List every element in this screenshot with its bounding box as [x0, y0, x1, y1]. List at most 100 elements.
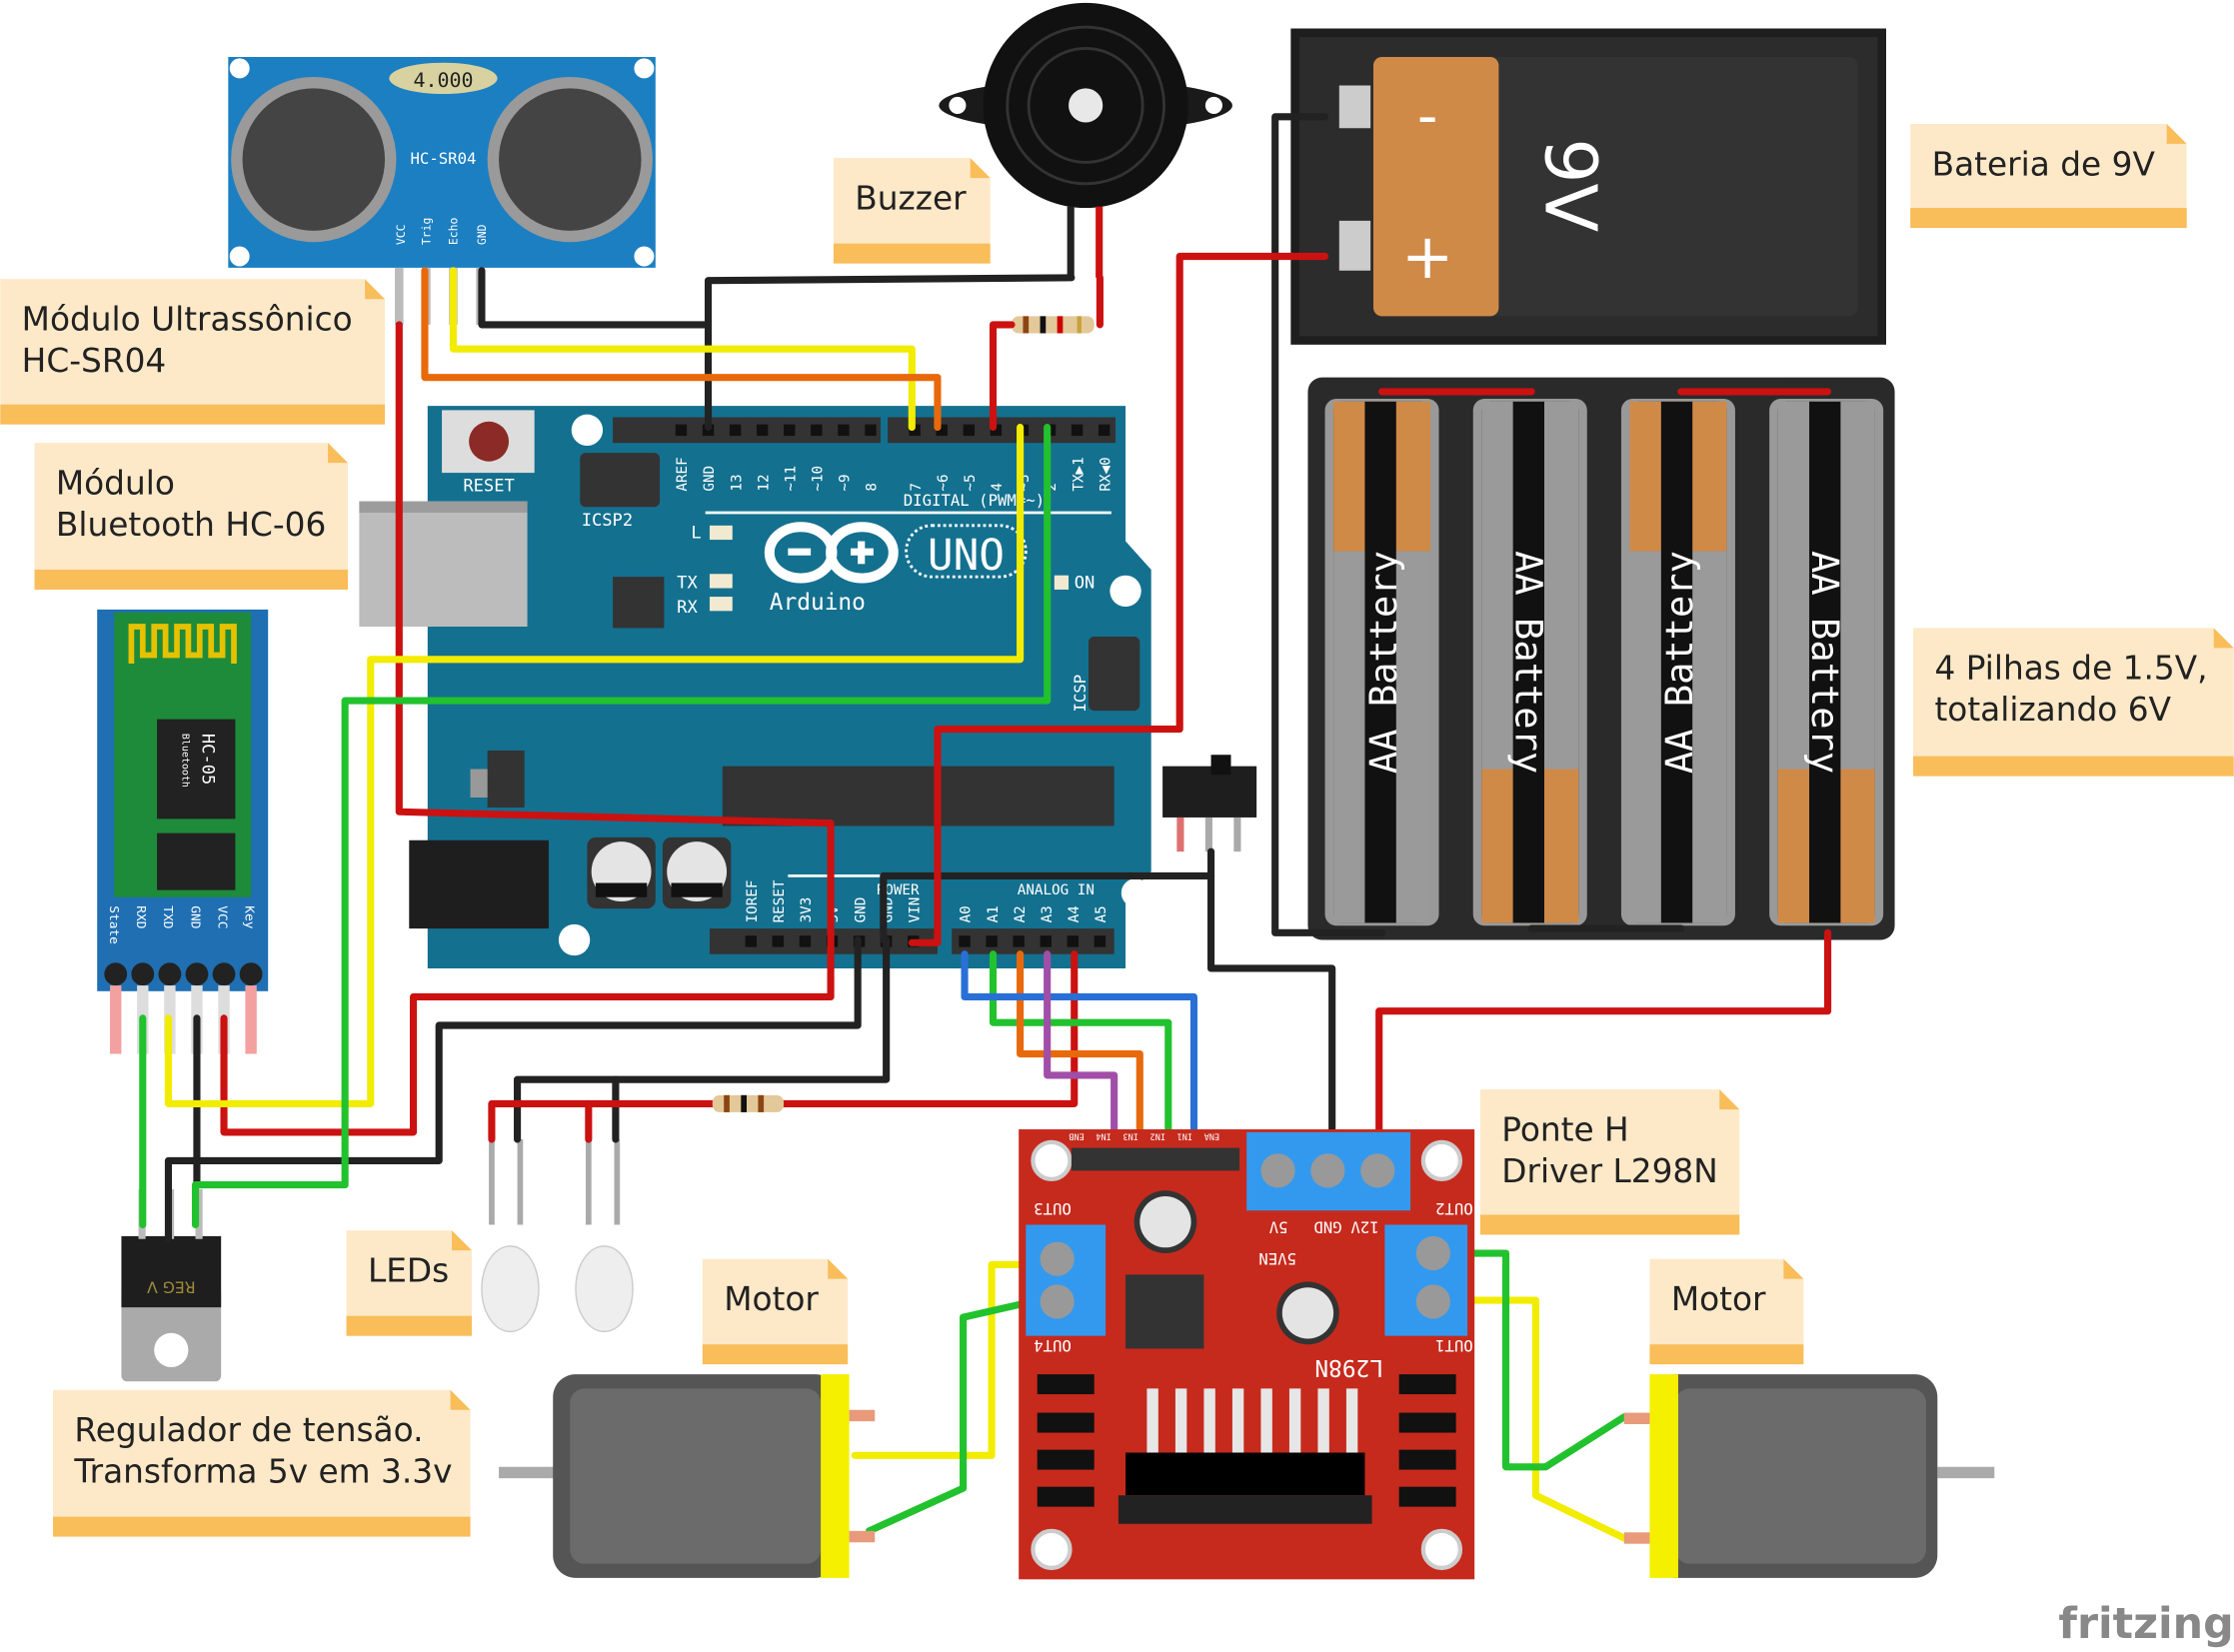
l298n-driver: OUT3 OUT4 OUT2 OUT1 12V GND 5V 5VEN L298… — [1019, 1129, 1475, 1580]
l298n-header-label: IN3 — [1122, 1130, 1137, 1140]
brand-label: Arduino — [770, 590, 866, 616]
l298n-header-label: IN4 — [1096, 1130, 1111, 1140]
aa-cell: AA Battery — [1324, 399, 1439, 926]
out3-label: OUT3 — [1034, 1199, 1072, 1218]
note-text: LEDs — [368, 1252, 449, 1290]
digital-pin-label: TX▶1 — [1071, 457, 1087, 491]
note-text-line-2: HC-SR04 — [22, 342, 167, 380]
pin-vcc-label: VCC — [394, 225, 408, 246]
power-pin-label: IOREF — [745, 879, 761, 922]
bt-pin-label: GND — [187, 905, 202, 928]
reset-label: RESET — [463, 477, 514, 497]
note-buzzer: Buzzer — [833, 158, 991, 264]
bt-pin-label: Key — [241, 905, 256, 928]
slide-switch — [1162, 755, 1257, 852]
bt-pin-label: TXD — [160, 905, 175, 928]
l298n-header-label: IN2 — [1150, 1130, 1165, 1140]
buzzer — [939, 2, 1232, 278]
l298n-header-label: ENA — [1204, 1130, 1219, 1140]
digital-pin-label: ~9 — [838, 474, 854, 491]
note-text-line-1: Módulo Ultrassônico — [22, 301, 353, 339]
battery-9v: - + 9V — [1290, 28, 1886, 345]
battery-voltage-label: 9V — [1528, 138, 1611, 232]
power-pin-label: GND — [853, 897, 869, 923]
digital-pin-label: ~11 — [783, 466, 799, 492]
note-regulator: Regulador de tensão.Transforma 5v em 3.3… — [53, 1389, 471, 1537]
hc05-label: HC-05 — [198, 734, 218, 785]
bt-pin-label: State — [106, 905, 121, 944]
digital-pin-label: 12 — [756, 474, 772, 491]
aa-cell: AA Battery — [1620, 399, 1735, 926]
hc05-sublabel: Bluetooth — [180, 734, 191, 788]
pin-trig-label: Trig — [420, 218, 434, 245]
hc-sr04-sensor: 4.000 HC-SR04 VCC Trig Echo GND — [228, 57, 656, 325]
hc-sr04-label: HC-SR04 — [410, 149, 476, 168]
chip-label: L298N — [1314, 1354, 1383, 1380]
note-text: Motor — [724, 1280, 819, 1318]
regulator-label: REG V — [147, 1278, 196, 1297]
out2-label: OUT2 — [1435, 1199, 1473, 1218]
aa-cell-label: AA Battery — [1507, 551, 1550, 774]
aa-cell: AA Battery — [1769, 399, 1884, 926]
analog-pin-label: A3 — [1040, 905, 1056, 922]
note-text-line-1: Módulo — [56, 464, 175, 502]
pin-echo-label: Echo — [447, 218, 461, 246]
note-text-line-1: 4 Pilhas de 1.5V, — [1934, 650, 2207, 688]
note-text-line-2: Transforma 5v em 3.3v — [73, 1452, 452, 1490]
note-text-line-2: Bluetooth HC-06 — [56, 506, 327, 544]
power-pin-label: RESET — [772, 879, 788, 922]
bt-pin-label: RXD — [133, 905, 148, 928]
digital-pin-label: 2 — [1044, 483, 1060, 492]
analog-pin-label: A0 — [959, 905, 975, 922]
out1-label: OUT1 — [1435, 1336, 1473, 1355]
digital-pin-label: ~10 — [811, 466, 827, 492]
power-pin-label: 3V3 — [799, 897, 815, 923]
note-text: Motor — [1671, 1280, 1766, 1318]
note-text: Buzzer — [855, 179, 967, 217]
power-12v-label: 12V — [1350, 1218, 1378, 1237]
voltage-regulator: REG V — [121, 1188, 222, 1382]
digital-pin-label: GND — [702, 466, 718, 492]
led-tx-label: TX — [677, 574, 698, 594]
pin-gnd-label: GND — [475, 224, 489, 245]
digital-pin-label: ~5 — [963, 474, 979, 491]
note-text-line-2: totalizando 6V — [1934, 691, 2171, 729]
battery-minus-label: - — [1417, 83, 1438, 149]
resistor-led — [712, 1094, 785, 1112]
note-leds: LEDs — [346, 1230, 472, 1336]
5ven-label: 5VEN — [1258, 1249, 1296, 1268]
digital-pin-label: 7 — [909, 483, 925, 492]
aa-cell: AA Battery — [1472, 399, 1587, 926]
icsp-label: ICSP — [1071, 675, 1090, 713]
leds — [481, 1139, 634, 1333]
aa-cell-label: AA Battery — [1362, 551, 1405, 774]
digital-pin-label: 4 — [990, 483, 1006, 492]
analog-pin-label: A5 — [1094, 905, 1110, 922]
digital-pin-label: 13 — [729, 474, 745, 491]
aa-cell-label: AA Battery — [1658, 551, 1701, 774]
capacitors — [587, 836, 732, 909]
digital-label: DIGITAL (PWM=~) — [904, 491, 1045, 510]
power-gnd-label: GND — [1313, 1218, 1341, 1237]
note-text-line-2: Driver L298N — [1501, 1152, 1718, 1190]
analog-pin-label: A2 — [1013, 905, 1029, 922]
digital-pin-label: AREF — [675, 457, 691, 491]
digital-pin-label: 8 — [865, 483, 881, 492]
note-motor-right: Motor — [1649, 1258, 1804, 1365]
l298n-header-label: ENB — [1069, 1130, 1084, 1140]
digital-pin-label: ~6 — [936, 474, 952, 491]
motor-right — [1623, 1374, 1995, 1578]
note-text: Bateria de 9V — [1932, 145, 2156, 183]
on-label: ON — [1075, 574, 1096, 594]
power-pin-label: VIN — [907, 897, 923, 923]
icsp2-label: ICSP2 — [582, 511, 633, 531]
l298n-header-label: IN1 — [1177, 1130, 1192, 1140]
power-label: POWER — [877, 882, 920, 898]
analog-pin-label: A1 — [986, 905, 1002, 922]
power-5v-label: 5V — [1269, 1218, 1288, 1237]
note-text-line-1: Regulador de tensão. — [74, 1411, 423, 1449]
